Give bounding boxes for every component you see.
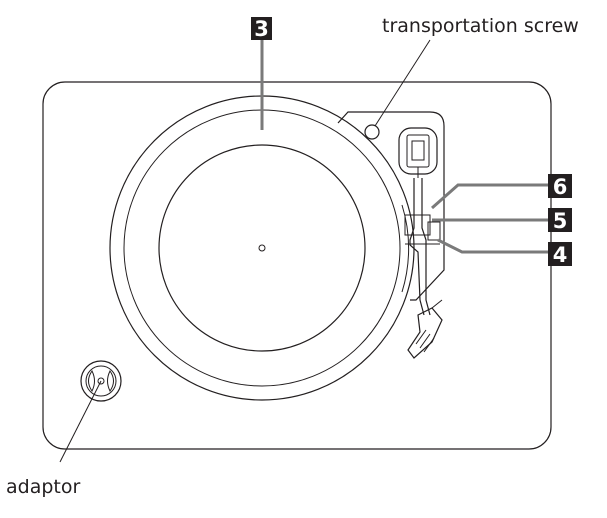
arm-rest [404, 214, 431, 236]
tonearm-plate [337, 111, 445, 301]
counterweight [406, 134, 430, 168]
turntable-mat [158, 144, 366, 352]
headshell-detail [415, 329, 435, 353]
headshell [407, 307, 443, 359]
adaptor-ring [85, 365, 117, 397]
label-adaptor: adaptor [6, 476, 80, 498]
callout-6: 6 [548, 174, 572, 199]
counterweight-inner [411, 140, 425, 161]
svg-text:3: 3 [254, 17, 269, 41]
leader-4 [437, 238, 548, 254]
adaptor-hole [97, 377, 105, 385]
arm-lift [427, 221, 441, 241]
cartridge-finger [431, 299, 443, 309]
platter-outer-ring [109, 95, 415, 401]
svg-text:5: 5 [553, 209, 568, 233]
tonearm-shaft [409, 178, 425, 316]
tonearm-shaft-side [421, 178, 431, 316]
turntable-base [42, 81, 552, 450]
platter-rim [123, 109, 401, 387]
adaptor-right-wing [107, 370, 114, 392]
leader-adaptor [59, 380, 102, 463]
leader-transportation-screw [374, 39, 431, 127]
spindle [258, 244, 266, 252]
label-transportation-screw: transportation screw [382, 15, 579, 37]
callout-3: 3 [251, 17, 272, 41]
platter-edge-arc [401, 204, 410, 293]
adaptor-left-wing [88, 370, 95, 392]
svg-text:4: 4 [553, 243, 568, 267]
transportation-screw [364, 124, 380, 140]
adaptor-outer [80, 360, 122, 402]
svg-text:6: 6 [553, 175, 568, 199]
callout-5: 5 [548, 208, 572, 233]
callout-4: 4 [548, 242, 572, 267]
leader-6 [431, 183, 548, 210]
